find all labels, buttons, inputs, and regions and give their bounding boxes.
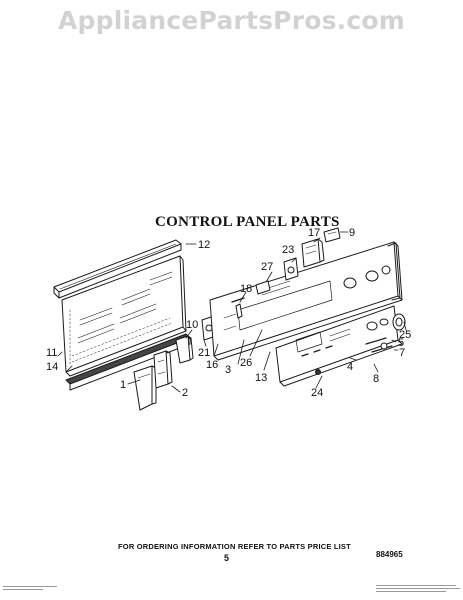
part-11-backsplash-panel bbox=[61, 255, 187, 377]
callout-26: 26 bbox=[240, 357, 252, 369]
callout-7: 7 bbox=[399, 347, 405, 359]
callout-9: 9 bbox=[349, 227, 355, 239]
figure-code: 884965 bbox=[376, 550, 403, 559]
part-17-transformer bbox=[301, 238, 325, 268]
callout-1: 1 bbox=[120, 379, 126, 391]
part-27-clip bbox=[255, 280, 271, 295]
site-watermark: AppliancePartsPros.com bbox=[57, 6, 406, 35]
part-10-tab bbox=[175, 335, 194, 364]
callout-11: 11 bbox=[46, 347, 57, 359]
part-12-top-trim bbox=[53, 239, 182, 299]
ordering-note: FOR ORDERING INFORMATION REFER TO PARTS … bbox=[118, 542, 351, 551]
part-9-connector bbox=[323, 227, 341, 243]
callout-17: 17 bbox=[308, 227, 320, 239]
callout-12: 12 bbox=[198, 239, 210, 251]
callout-25: 25 bbox=[399, 329, 411, 341]
part-2-bracket bbox=[153, 350, 173, 389]
fine-print-right bbox=[376, 583, 460, 595]
page-number: 5 bbox=[224, 553, 230, 563]
part-24-screw bbox=[315, 369, 321, 375]
callout-27: 27 bbox=[261, 261, 273, 273]
part-1-bracket bbox=[133, 365, 157, 411]
leader-lines bbox=[57, 231, 407, 393]
callout-14: 14 bbox=[46, 361, 58, 373]
diagram-title: CONTROL PANEL PARTS bbox=[155, 214, 340, 230]
callout-10: 10 bbox=[186, 319, 198, 331]
callout-8: 8 bbox=[373, 373, 379, 385]
part-5-7-hardware bbox=[365, 337, 393, 353]
callout-3: 3 bbox=[225, 364, 231, 376]
callout-24: 24 bbox=[311, 387, 323, 399]
callout-23: 23 bbox=[282, 244, 294, 256]
part-14-bottom-trim bbox=[65, 333, 191, 391]
callout-5: 5 bbox=[398, 337, 404, 349]
control-panel-housing bbox=[209, 241, 403, 361]
faceplate-overlay bbox=[275, 305, 403, 387]
part-25-knob bbox=[392, 313, 406, 331]
callout-13: 13 bbox=[255, 372, 267, 384]
callout-18: 18 bbox=[240, 283, 252, 295]
part-23-switch bbox=[283, 257, 299, 281]
callout-16: 16 bbox=[206, 359, 218, 371]
callout-2: 2 bbox=[182, 387, 188, 399]
callout-21: 21 bbox=[198, 347, 210, 359]
fine-print-left bbox=[3, 584, 63, 594]
callout-4: 4 bbox=[347, 361, 353, 373]
